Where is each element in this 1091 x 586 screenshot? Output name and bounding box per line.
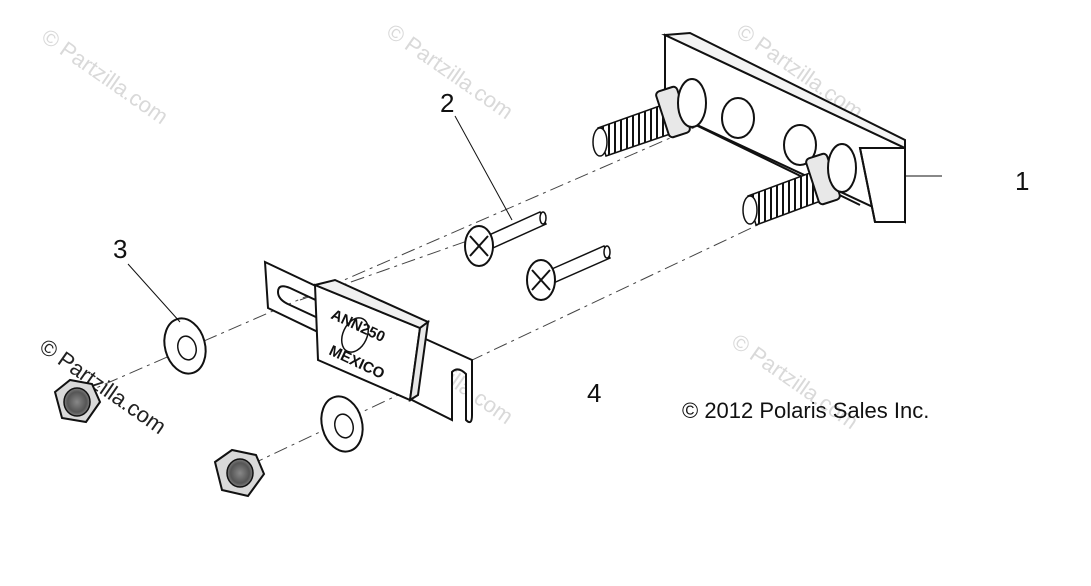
terminal-block-assembly [592, 31, 942, 226]
copyright-notice: © 2012 Polaris Sales Inc. [682, 398, 929, 423]
washer-right [320, 395, 364, 453]
stud-lower [742, 143, 857, 226]
stud-upper [592, 78, 707, 157]
washer-left [163, 317, 207, 375]
callout-3: 3 [113, 234, 127, 264]
leader-line-2 [454, 115, 513, 221]
watermark-top-left: © Partzilla.com [37, 24, 173, 130]
leader-line-3 [127, 263, 181, 323]
callout-4: 4 [587, 378, 601, 408]
nut-right [213, 448, 266, 498]
screw-lower [526, 245, 612, 301]
callout-2: 2 [440, 88, 454, 118]
screw-upper [464, 211, 548, 267]
callout-1: 1 [1015, 166, 1029, 196]
watermark-left-dark: © Partzilla.com [35, 334, 171, 440]
fuse-body: ANN250 MEXICO [263, 260, 473, 424]
nut-left [53, 378, 102, 424]
